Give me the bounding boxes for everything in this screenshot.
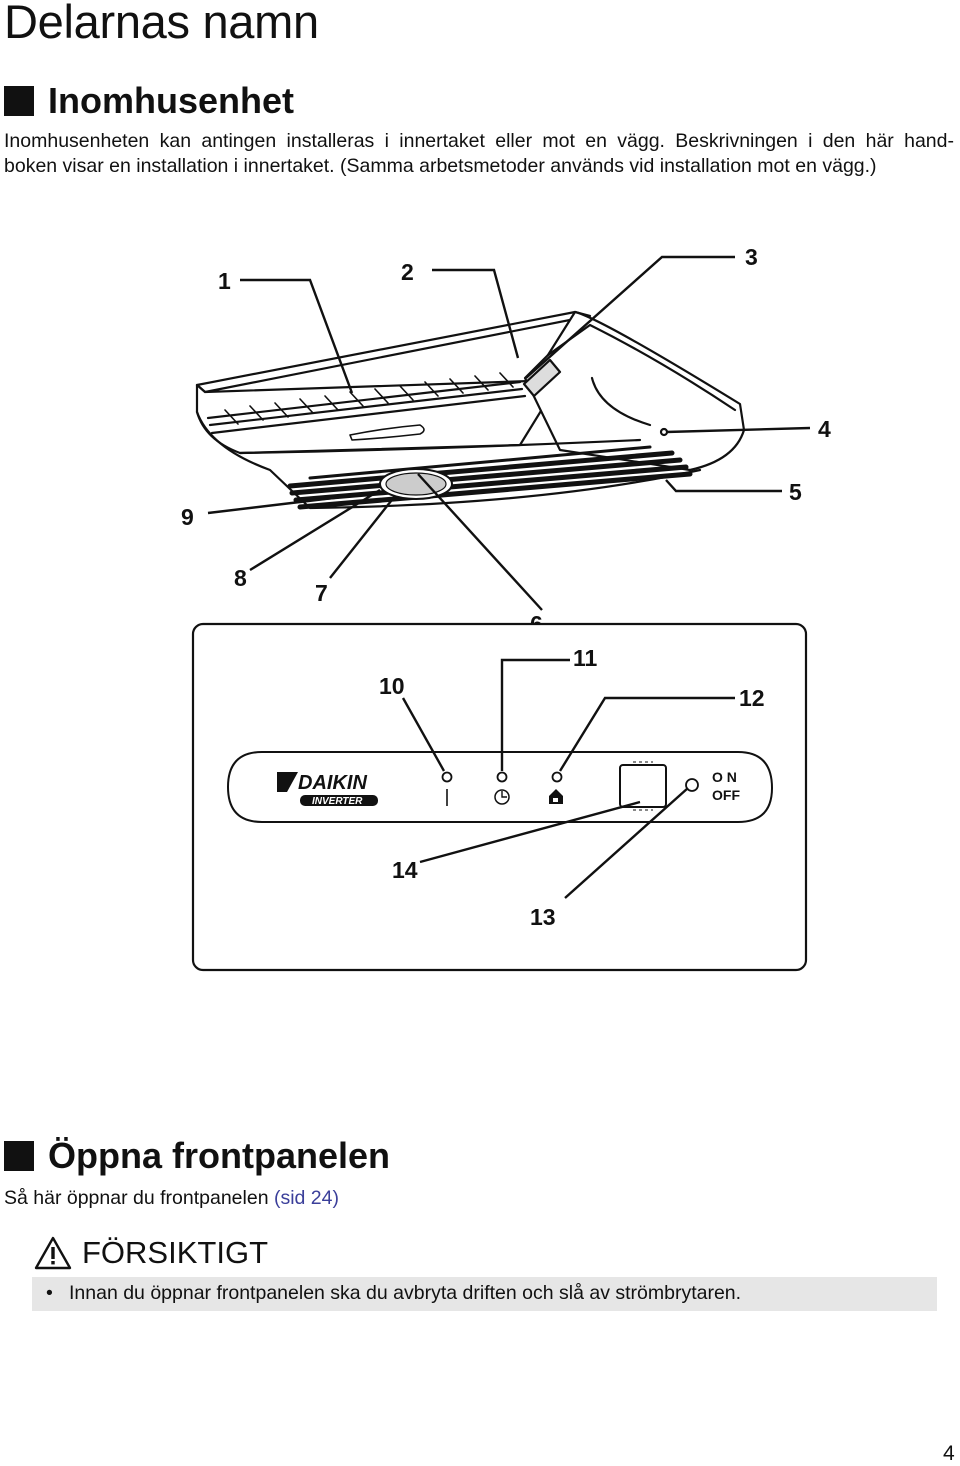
callout-label: 8 <box>234 565 247 591</box>
signal-receiver-window <box>619 764 667 808</box>
callout-label: 10 <box>379 673 405 699</box>
intro-paragraph: Inomhusenheten kan antingen installeras … <box>4 129 954 179</box>
clock-icon <box>494 789 510 805</box>
section-heading-open-front-panel: Öppna frontpanelen <box>4 1135 390 1177</box>
front-panel-lead: Så här öppnar du frontpanelen (sid 24) <box>4 1187 339 1210</box>
section-heading-text: Inomhusenhet <box>48 80 295 121</box>
callout-label: 5 <box>789 479 802 505</box>
caution-heading-text: FÖRSIKTIGT <box>82 1235 268 1270</box>
daikin-logo-mark-icon <box>277 772 298 792</box>
filter-lamp <box>551 771 563 783</box>
callout-label: 12 <box>739 685 765 711</box>
caution-heading: FÖRSIKTIGT <box>34 1235 268 1271</box>
callout-label: 14 <box>392 857 418 883</box>
page-reference-link[interactable]: (sid 24) <box>273 1187 339 1209</box>
on-label: O N <box>712 769 737 785</box>
intro-line-1: Inomhusenheten kan antingen installeras … <box>4 130 954 152</box>
off-label: OFF <box>712 787 740 803</box>
timer-lamp <box>496 771 508 783</box>
warning-triangle-icon <box>34 1236 72 1270</box>
operation-lamp <box>441 771 453 783</box>
caution-box: • Innan du öppnar frontpanelen ska du av… <box>32 1277 937 1311</box>
section-heading-indoor-unit: Inomhusenhet <box>4 80 294 122</box>
bullet-marker: • <box>46 1282 53 1304</box>
caution-item: Innan du öppnar frontpanelen ska du avbr… <box>69 1282 742 1304</box>
callout-label: 13 <box>530 904 556 930</box>
section-heading-text: Öppna frontpanelen <box>48 1135 390 1176</box>
section-square-icon <box>4 1141 34 1171</box>
display-panel: DAIKIN INVERTER O N OFF <box>226 751 774 823</box>
indoor-unit-diagram: 1 2 3 4 5 9 8 7 6 DAIKIN INVERTER O <box>181 244 831 972</box>
callout-label: 2 <box>401 259 414 285</box>
intro-line-2: boken visar en installation i innertaket… <box>4 155 877 177</box>
front-panel-lead-text: Så här öppnar du frontpanelen <box>4 1187 274 1209</box>
callout-label: 9 <box>181 504 194 530</box>
callout-label: 4 <box>818 416 831 442</box>
house-key-icon <box>549 789 563 804</box>
on-off-button[interactable] <box>685 778 699 792</box>
brand-name: DAIKIN <box>298 772 367 794</box>
callout-label: 1 <box>218 268 231 294</box>
callout-label: 11 <box>573 645 598 671</box>
section-square-icon <box>4 86 34 116</box>
page-number: 4 <box>943 1442 955 1465</box>
callout-label: 7 <box>315 580 328 606</box>
callout-label: 3 <box>745 244 758 270</box>
page-title: Delarnas namn <box>4 0 319 48</box>
sub-brand: INVERTER <box>312 796 363 807</box>
